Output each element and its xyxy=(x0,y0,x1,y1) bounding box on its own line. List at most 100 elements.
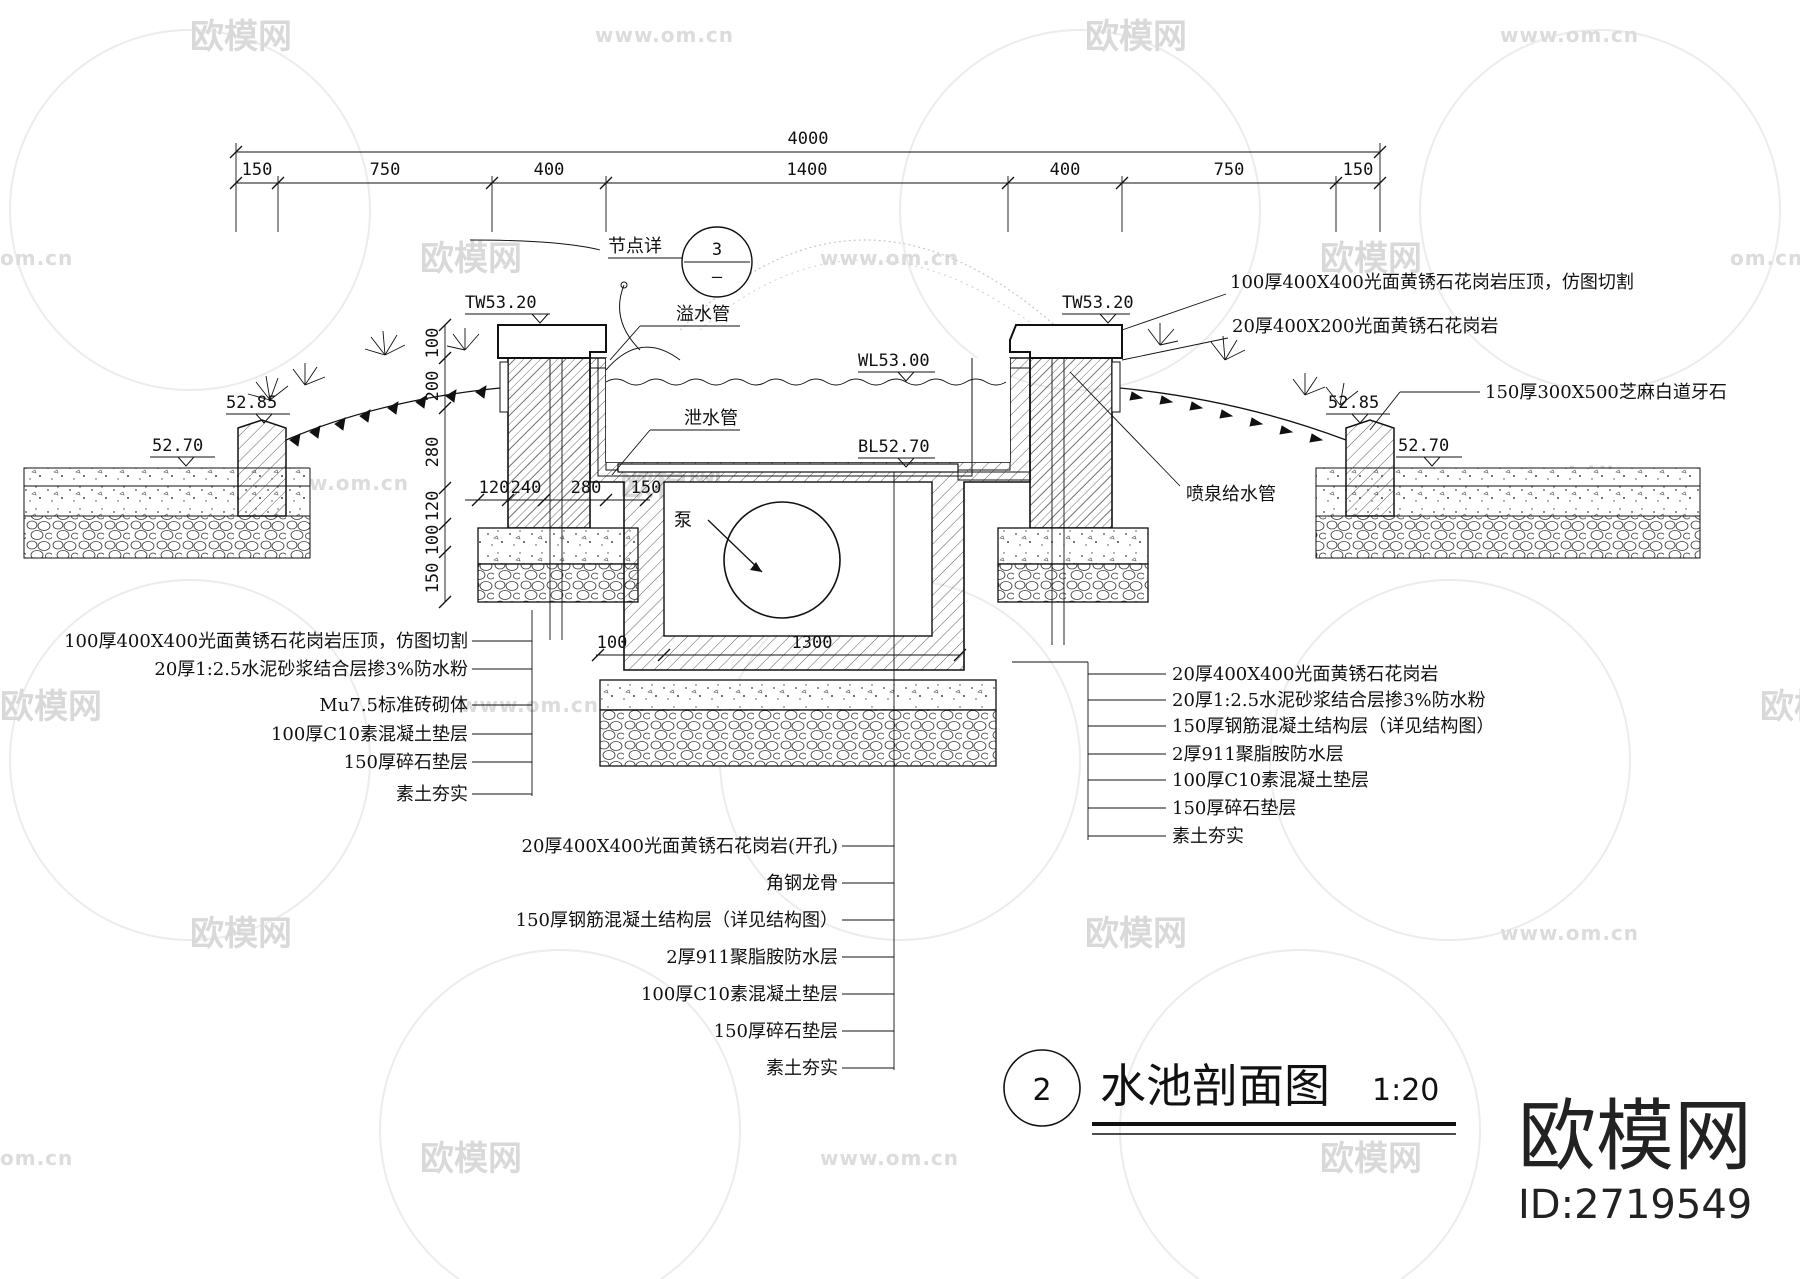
watermark-site-7: www.om.cn xyxy=(820,1146,959,1170)
level-ground-left: 52.70 xyxy=(152,436,203,456)
callout-r-7: 素土夯实 xyxy=(1172,826,1244,847)
callouts-center: 20厚400X400光面黄锈石花岗岩(开孔) 角钢龙骨 150厚钢筋混凝土结构层… xyxy=(516,472,895,1079)
dim-seg-5: 400 xyxy=(1050,160,1081,180)
brand-name: 欧模网 xyxy=(1518,1092,1752,1182)
watermark-brand-9: 欧模网 xyxy=(1760,687,1800,727)
pipe-labels: 溢水管 泄水管 泵 喷泉给水管 xyxy=(609,304,1276,531)
detail-ref-sub: – xyxy=(712,267,723,287)
dim-v-100b: 100 xyxy=(423,525,443,556)
watermark-site-2: www.om.cn xyxy=(1500,23,1639,47)
level-curb-left: 52.85 xyxy=(226,393,277,413)
watermark-brand-11: 欧模网 xyxy=(1085,914,1187,954)
level-curb-right: 52.85 xyxy=(1328,393,1379,413)
callout-r-4: 2厚911聚脂胺防水层 xyxy=(1172,744,1344,765)
watermark-site-1: www.om.cn xyxy=(595,23,734,47)
detail-reference: 节点详 3 – xyxy=(469,226,753,351)
watermark-brand-10: 欧模网 xyxy=(190,914,292,954)
label-fountain-supply: 喷泉给水管 xyxy=(1186,484,1276,505)
drawing-title-block: 2 水池剖面图 1:20 xyxy=(1003,1049,1456,1135)
dim-v-100: 100 xyxy=(423,328,443,359)
planting xyxy=(247,323,1359,447)
callout-c-4: 2厚911聚脂胺防水层 xyxy=(666,947,838,968)
ground-left xyxy=(23,385,501,559)
ground-right xyxy=(1119,387,1701,559)
callouts-left: 100厚400X400光面黄锈石花岗岩压顶，仿图切割 20厚1:2.5水泥砂浆结… xyxy=(64,610,533,805)
callout-tr-2: 20厚400X200光面黄锈石花岗岩 xyxy=(1232,316,1498,337)
watermark-site-short-3: om.cn xyxy=(0,1146,73,1170)
dim-seg-7: 150 xyxy=(1343,160,1374,180)
callout-tr-1: 100厚400X400光面黄锈石花岗岩压顶，仿图切割 xyxy=(1230,272,1634,293)
watermark-site-3: www.om.cn xyxy=(820,246,959,270)
callout-c-1: 20厚400X400光面黄锈石花岗岩(开孔) xyxy=(522,836,838,857)
callout-l-1: 100厚400X400光面黄锈石花岗岩压顶，仿图切割 xyxy=(64,631,468,652)
dim-seg-4: 1400 xyxy=(787,160,828,180)
callout-c-5: 100厚C10素混凝土垫层 xyxy=(641,984,838,1005)
level-marks: TW53.20 TW53.20 WL53.00 BL52.70 52.85 52… xyxy=(150,293,1462,468)
dim-wall-280: 280 xyxy=(571,478,602,498)
drawing-title: 水池剖面图 xyxy=(1100,1059,1330,1113)
watermark-brand-2: 欧模网 xyxy=(1085,17,1187,57)
level-bl: BL52.70 xyxy=(858,437,930,457)
dim-v-120: 120 xyxy=(423,491,443,522)
callout-c-3: 150厚钢筋混凝土结构层（详见结构图） xyxy=(516,910,838,931)
dim-wall-120: 120 xyxy=(479,478,510,498)
watermark-brand-3: 欧模网 xyxy=(420,239,522,279)
watermark-brand-4: 欧模网 xyxy=(1320,239,1422,279)
level-tw-left: TW53.20 xyxy=(465,293,537,313)
dim-v-150: 150 xyxy=(423,563,443,594)
dim-wall-150: 150 xyxy=(631,478,662,498)
callout-l-6: 素土夯实 xyxy=(396,784,468,805)
dim-total: 4000 xyxy=(788,129,829,149)
watermark-brand-7: 欧模网 xyxy=(0,687,102,727)
watermark-site-short-1: om.cn xyxy=(0,246,73,270)
label-overflow-pipe: 溢水管 xyxy=(676,304,730,325)
dim-wall-240: 240 xyxy=(511,478,542,498)
watermark-brand-12: 欧模网 xyxy=(420,1139,522,1179)
callout-l-3: Mu7.5标准砖砌体 xyxy=(319,695,468,716)
callout-l-4: 100厚C10素混凝土垫层 xyxy=(271,724,468,745)
brand-id: ID:2719549 xyxy=(1518,1182,1752,1228)
vertical-dimensions: 100 200 280 120 100 150 xyxy=(423,318,452,609)
callout-r-6: 150厚碎石垫层 xyxy=(1172,798,1296,819)
top-dimension-chain: 4000 150 750 400 1400 400 750 150 xyxy=(229,129,1387,232)
pool-basin xyxy=(589,357,1031,767)
pump-circle xyxy=(723,501,841,619)
brand-watermark: 欧模网 ID:2719549 xyxy=(1518,1092,1752,1228)
dim-seg-1: 150 xyxy=(242,160,273,180)
watermark-site-6: www.om.cn xyxy=(1500,921,1639,945)
dim-seg-3: 400 xyxy=(534,160,565,180)
watermark-brand-13: 欧模网 xyxy=(1320,1139,1422,1179)
pool-wall-right xyxy=(997,324,1149,645)
dim-v-200: 200 xyxy=(423,371,443,402)
dim-bottom-100: 100 xyxy=(597,633,628,653)
callout-r-5: 100厚C10素混凝土垫层 xyxy=(1172,770,1369,791)
detail-ref-label: 节点详 xyxy=(608,236,662,257)
callout-c-7: 素土夯实 xyxy=(766,1058,838,1079)
fountain-spray-inner xyxy=(699,259,1041,331)
dim-seg-2: 750 xyxy=(370,160,401,180)
callout-r-1: 20厚400X400光面黄锈石花岗岩 xyxy=(1172,664,1438,685)
drawing-scale: 1:20 xyxy=(1372,1073,1439,1108)
callouts-right: 20厚400X400光面黄锈石花岗岩 20厚1:2.5水泥砂浆结合层掺3%防水粉… xyxy=(1012,661,1494,847)
level-ground-right: 52.70 xyxy=(1398,436,1449,456)
watermark-site-short-2: om.cn xyxy=(1730,246,1800,270)
level-wl: WL53.00 xyxy=(858,351,930,371)
callout-tr-3: 150厚300X500芝麻白道牙石 xyxy=(1485,382,1727,403)
callout-l-5: 150厚碎石垫层 xyxy=(344,752,468,773)
callout-c-6: 150厚碎石垫层 xyxy=(714,1021,838,1042)
level-tw-right: TW53.20 xyxy=(1062,293,1134,313)
overflow-pipe xyxy=(605,346,681,371)
water-surface xyxy=(605,378,1007,386)
detail-ref-number: 3 xyxy=(712,240,722,260)
label-drain-pipe: 泄水管 xyxy=(684,408,738,429)
watermark-brand-1: 欧模网 xyxy=(190,17,292,57)
callouts-top-right: 100厚400X400光面黄锈石花岗岩压顶，仿图切割 20厚400X200光面黄… xyxy=(1121,272,1727,431)
wall-dimensions: 120 240 280 150 100 1300 xyxy=(465,478,967,662)
callout-l-2: 20厚1:2.5水泥砂浆结合层掺3%防水粉 xyxy=(154,659,468,680)
label-pump: 泵 xyxy=(674,510,692,531)
callout-c-2: 角钢龙骨 xyxy=(766,873,838,894)
callout-r-3: 150厚钢筋混凝土结构层（详见结构图） xyxy=(1172,716,1494,737)
drawing-number: 2 xyxy=(1032,1073,1051,1108)
dim-v-280: 280 xyxy=(423,437,443,468)
